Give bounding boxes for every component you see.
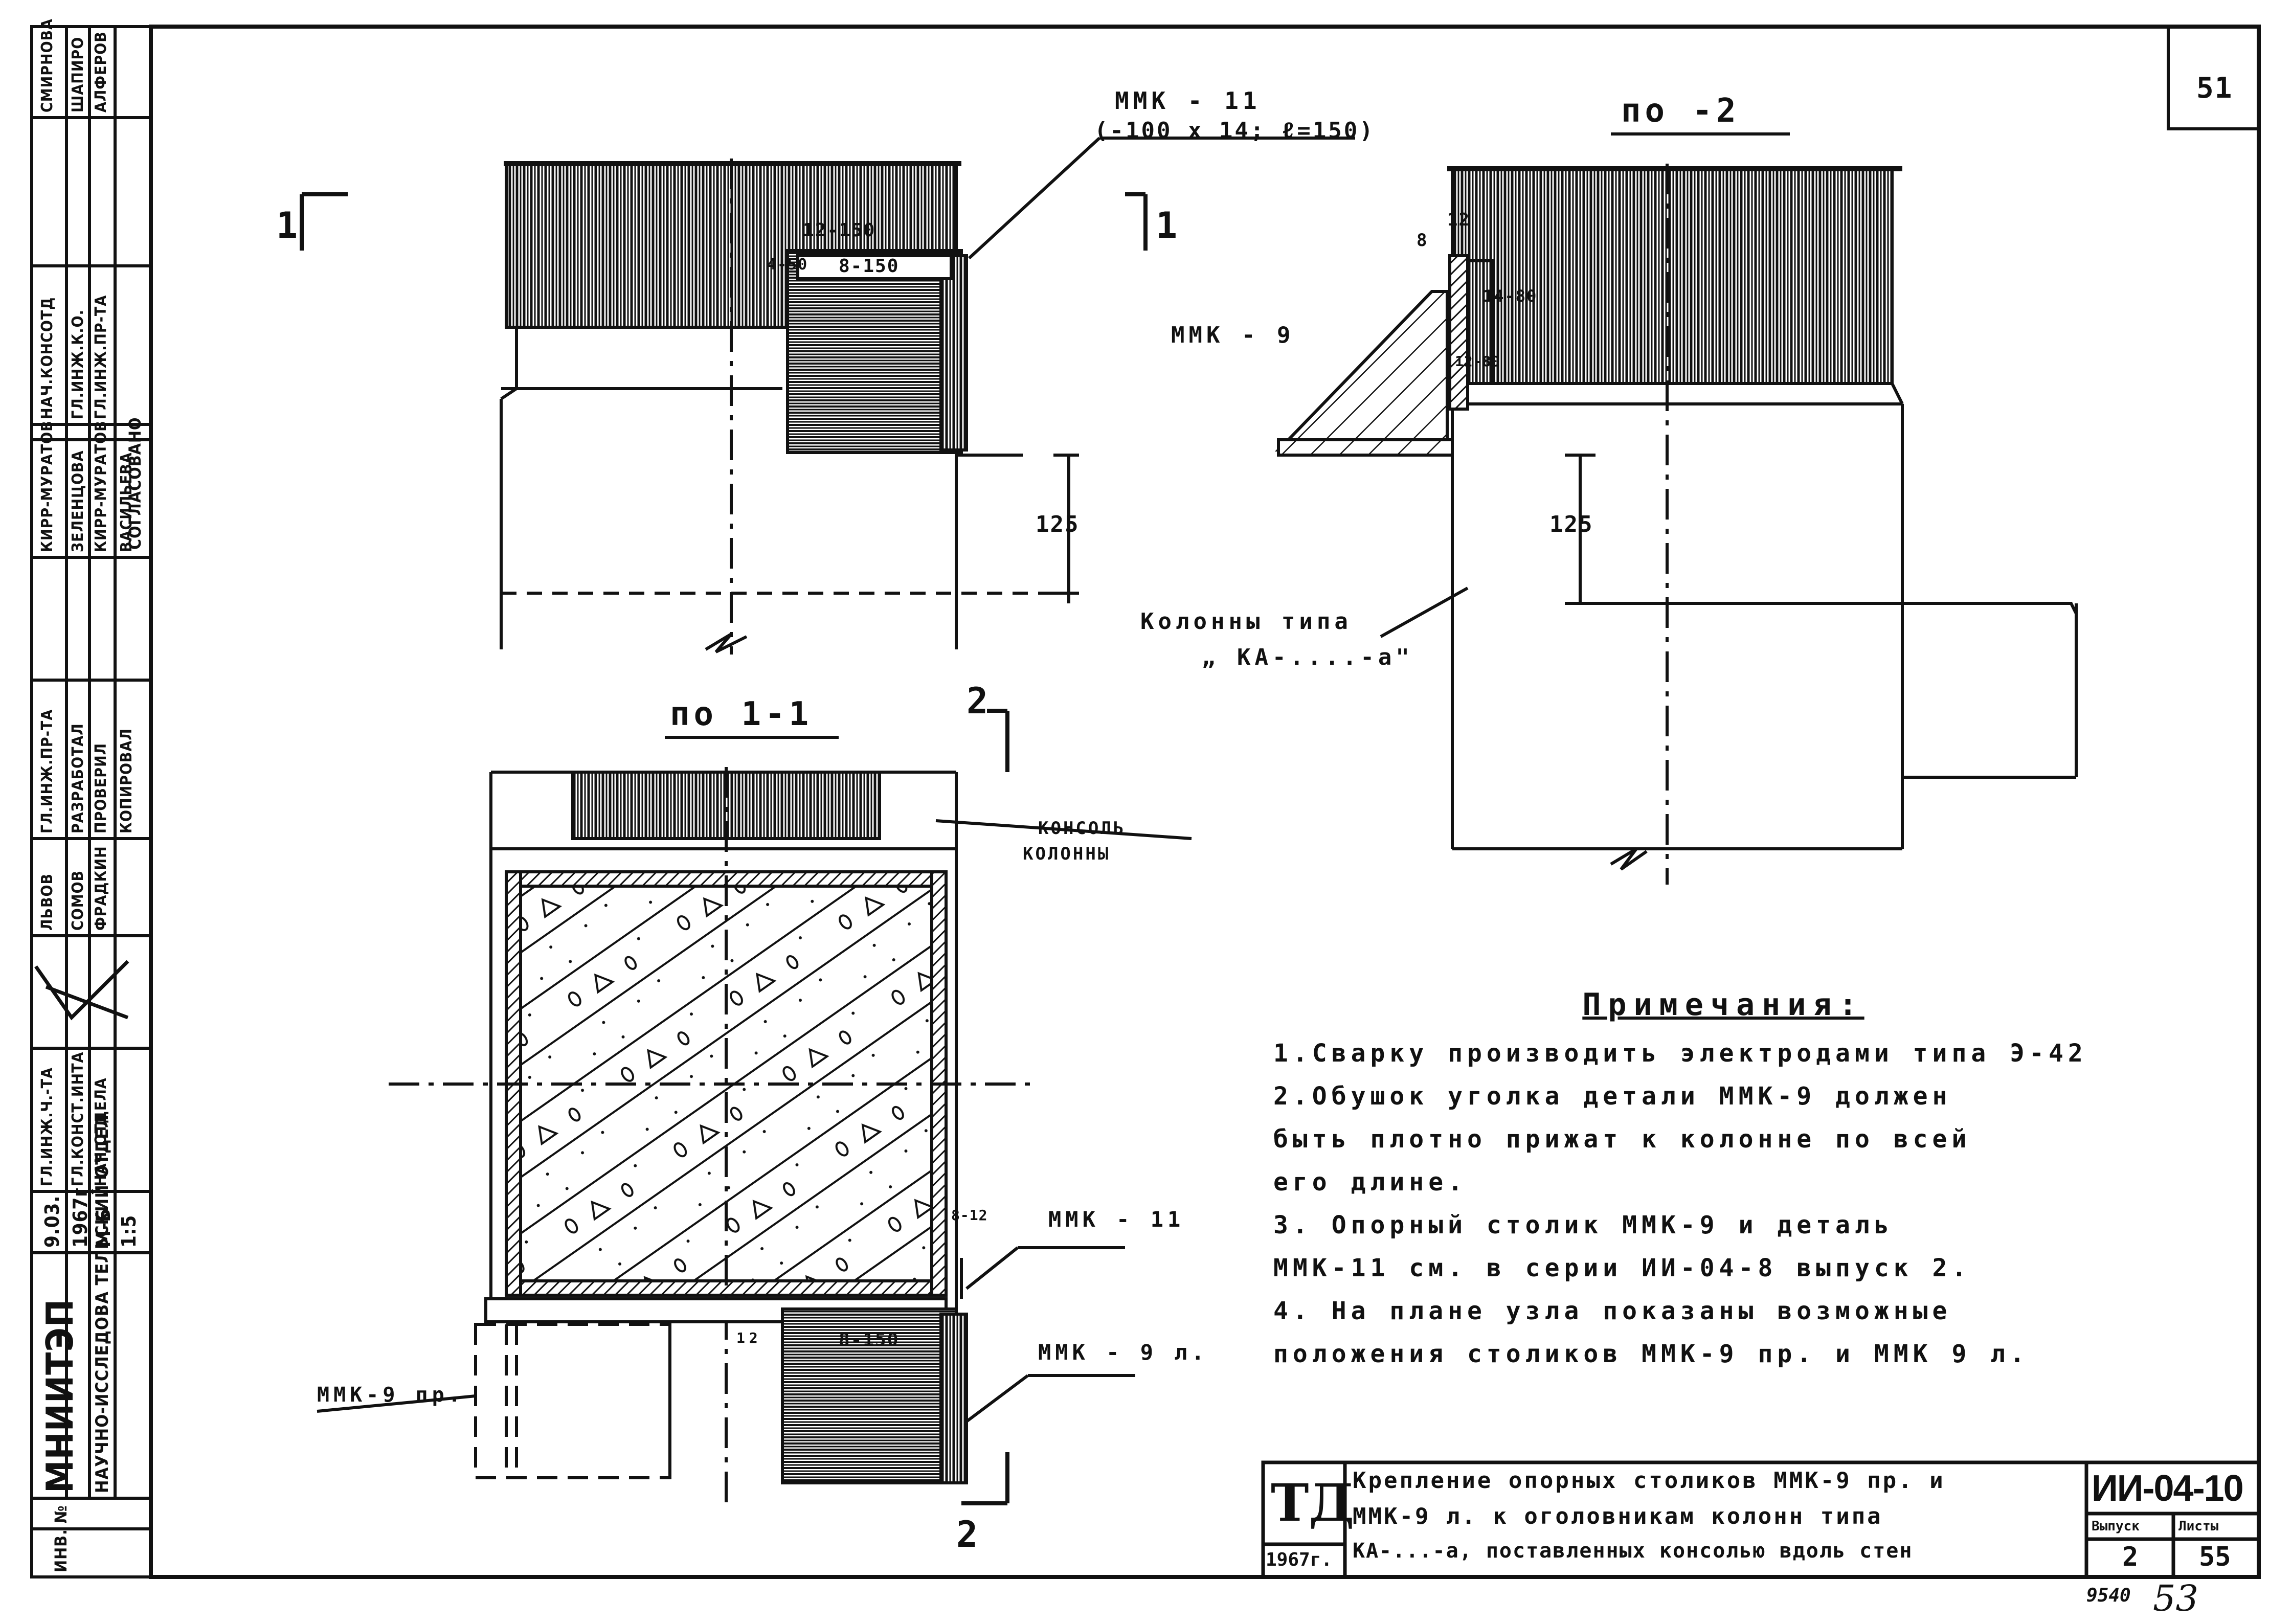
label-mmk11-bottom: ММК - 11	[1048, 1207, 1185, 1232]
stamp-role: РАЗРАБОТАЛ	[69, 723, 87, 833]
title-year: 1967г.	[1266, 1549, 1333, 1570]
title-code: ИИ-04-10	[2092, 1468, 2244, 1509]
stamp-name: ЛЬВОВ	[38, 873, 56, 931]
label-weld-12-150: 12-150	[803, 220, 876, 241]
cut-mark-2-top: 2	[967, 680, 993, 722]
stamp-name: ЗЕЛЕНЦОВА	[69, 450, 87, 552]
stamp-role: ГЛ.ИНЖ.К.О.	[69, 309, 87, 419]
stamp-role: ГЛ.ИНЖ.Ч.-ТА	[38, 1067, 56, 1186]
label-mmk9l: ММК - 9 л.	[1038, 1340, 1208, 1365]
title-td: ТД	[1271, 1473, 1355, 1533]
section-1-1	[317, 709, 1192, 1508]
label-weld-14-80: 14-80	[1483, 286, 1538, 306]
note-line: 3. Опорный столик ММК-9 и деталь	[1273, 1211, 1894, 1239]
view-title-2-2: по -2	[1621, 92, 1740, 130]
stamp-name: СМИРНОВА	[38, 18, 56, 112]
stamp-name: ВАСИЛЬЕВА	[118, 452, 136, 552]
cut-mark-2-bottom: 2	[956, 1514, 982, 1555]
stamp-invent: ИНВ. №	[51, 1505, 71, 1572]
note-line: ММК-11 см. в серии ИИ-04-8 выпуск 2.	[1273, 1254, 1971, 1282]
bottom-number: 9540	[2086, 1585, 2131, 1606]
label-mmk11-top: ММК - 11	[1115, 87, 1261, 115]
stamp-scale-m: М-Б	[92, 1208, 115, 1248]
label-weld-12: 12	[1447, 210, 1470, 230]
label-weld-12-b: 12	[736, 1329, 762, 1346]
stamp-role: НАЧ.ОТДЕЛА	[92, 1077, 110, 1186]
label-weld-8-150-top: 8-150	[839, 256, 900, 277]
stamp-name: ШАПИРО	[69, 36, 87, 112]
note-line: положения столиков ММК-9 пр. и ММК 9 л.	[1273, 1340, 2030, 1368]
label-columns-type2: „ КА-....-а"	[1202, 644, 1413, 670]
section-2-2	[1274, 164, 2078, 885]
sheet-number-box	[2167, 25, 2260, 130]
side-stamp	[30, 25, 152, 1578]
cut-mark-1-right: 1	[1156, 205, 1182, 246]
title-sheet-value: 55	[2199, 1542, 2231, 1572]
stamp-role: КОПИРОВАЛ	[118, 728, 136, 833]
label-weld-8-150-bottom: 8-150	[839, 1329, 900, 1350]
stamp-role: ГЛ.ИНЖ.ПР-ТА	[38, 709, 56, 833]
handwritten-number: 53	[2153, 1577, 2199, 1619]
stamp-name: КИРР-МУРАТОВ	[92, 420, 110, 552]
note-line: 4. На плане узла показаны возможные	[1273, 1297, 1952, 1325]
title-issue-label: Выпуск	[2092, 1519, 2140, 1534]
title-block	[1261, 1460, 2261, 1579]
note-line: быть плотно прижат к колонне по всей	[1273, 1125, 1971, 1154]
title-desc-3: КА-...-а, поставленных консолью вдоль ст…	[1353, 1539, 1913, 1563]
title-desc-2: ММК-9 л. к оголовникам колонн типа	[1353, 1503, 1883, 1529]
label-console2: КОЛОННЫ	[1023, 844, 1111, 864]
label-mmk9pr: ММК-9 пр.	[317, 1383, 465, 1407]
stamp-name: ФРАДКИН	[92, 846, 110, 931]
stamp-name: АЛФЕРОВ	[92, 31, 110, 112]
label-dim-125-right: 125	[1549, 511, 1593, 537]
title-sheet-label: Листы	[2178, 1519, 2219, 1534]
stamp-role: ГЛ.КОНСТ.ИНТА	[69, 1051, 87, 1186]
stamp-name: КИРР-МУРАТОВ	[38, 420, 56, 552]
stamp-name: СОМОВ	[69, 870, 87, 931]
elevation-1	[300, 137, 1355, 655]
stamp-role: НАЧ.КОНСОТД	[38, 297, 56, 419]
notes-title: Примечания:	[1582, 987, 1864, 1023]
cut-mark-1-left: 1	[276, 205, 302, 246]
notes-block: Примечания: 1.Сварку производить электро…	[1273, 987, 2173, 1375]
label-mmk11-spec: (-100 х 14; ℓ=150)	[1094, 118, 1375, 144]
stamp-role: ГЛ.ИНЖ.ПР-ТА	[92, 295, 110, 419]
label-weld-12-80: 12-80	[1455, 353, 1501, 370]
label-weld-8: 8	[1417, 230, 1431, 251]
stamp-date: 9.03.	[41, 1195, 63, 1248]
note-line: 2.Обушок уголка детали ММК-9 должен	[1273, 1082, 1952, 1111]
stamp-organization: МНИИТЭП	[38, 1298, 81, 1493]
note-line: 1.Сварку производить электродами типа Э-…	[1273, 1039, 2087, 1068]
sheet-number: 51	[2196, 72, 2233, 105]
label-mmk9: ММК - 9	[1171, 322, 1295, 348]
label-console: КОНСОЛЬ	[1038, 818, 1126, 839]
label-dim-125-left: 125	[1036, 511, 1080, 537]
view-title-1-1: по 1-1	[670, 695, 813, 733]
stamp-year: 1967г	[69, 1187, 92, 1248]
label-weld-8-12: 8-12	[951, 1207, 988, 1224]
label-weld-4-50: 4-50	[767, 256, 808, 274]
stamp-scale-ratio: 1:5	[118, 1214, 140, 1248]
stamp-role: ПРОВЕРИЛ	[92, 742, 110, 833]
title-desc-1: Крепление опорных столиков ММК-9 пр. и	[1353, 1468, 1945, 1494]
check-mark	[34, 960, 129, 1021]
label-columns-type: Колонны типа	[1140, 608, 1352, 635]
title-issue-value: 2	[2122, 1542, 2139, 1572]
note-line: его длине.	[1273, 1168, 1467, 1197]
